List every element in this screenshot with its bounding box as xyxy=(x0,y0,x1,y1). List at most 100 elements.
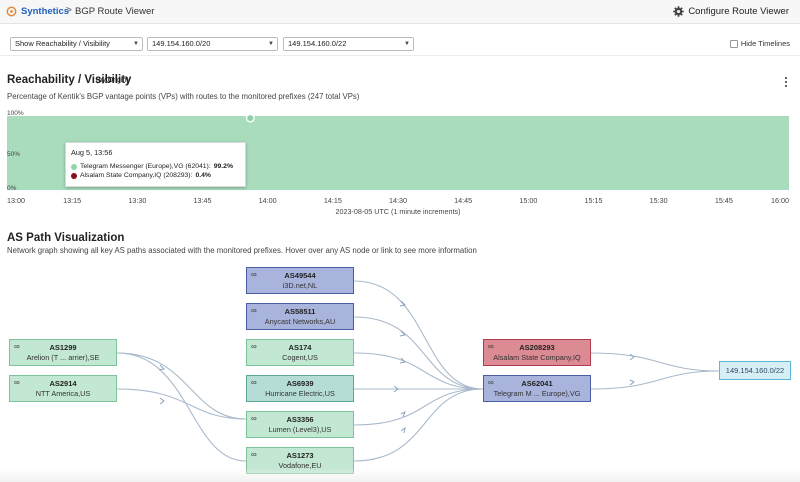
as-link xyxy=(116,352,247,462)
prefix-select-20[interactable]: 149.154.160.0/20 ▼ xyxy=(147,37,278,51)
prefix-select-22-value: 149.154.160.0/22 xyxy=(288,39,347,48)
link-arrow-icon xyxy=(400,426,406,434)
bottom-fade xyxy=(0,468,800,482)
as-link xyxy=(116,388,247,420)
tooltip-row-value: 99.2% xyxy=(213,163,233,170)
binoculars-icon: ∞ xyxy=(14,342,20,351)
page-title: BGP Route Viewer xyxy=(75,6,155,17)
as-path-description: Network graph showing all key AS paths a… xyxy=(7,246,477,255)
x-tick-label: 15:30 xyxy=(650,196,668,205)
chart-tooltip: Aug 5, 13:56 Telegram Messenger (Europe)… xyxy=(65,142,246,187)
as-number: AS6939 xyxy=(286,379,314,388)
as-link xyxy=(590,370,720,390)
binoculars-icon: ∞ xyxy=(251,306,257,315)
caret-down-icon: ▼ xyxy=(404,41,410,47)
hide-timelines-toggle[interactable]: Hide Timelines xyxy=(729,39,790,48)
binoculars-icon: ∞ xyxy=(488,378,494,387)
breadcrumb-chevron-icon: > xyxy=(66,5,72,16)
configure-route-viewer-label: Configure Route Viewer xyxy=(688,6,789,17)
caret-down-icon: ▼ xyxy=(268,41,274,47)
binoculars-icon: ∞ xyxy=(251,270,257,279)
link-arrow-icon xyxy=(629,353,635,361)
breadcrumb-synthetics-link[interactable]: Synthetics xyxy=(21,6,70,17)
caret-down-icon: ▼ xyxy=(133,41,139,47)
reachability-title: Reachability / Visibility xyxy=(7,74,132,86)
as-node-3356[interactable]: ∞ AS3356 Lumen (Level3),US xyxy=(246,411,354,438)
tooltip-row-telegram: Telegram Messenger (Europe),VG (62041): … xyxy=(71,163,240,170)
x-tick-label: 13:00 xyxy=(7,196,25,205)
x-tick-label: 15:00 xyxy=(519,196,537,205)
as-number: AS49544 xyxy=(284,271,316,280)
as-node-174[interactable]: ∞ AS174 Cogent,US xyxy=(246,339,354,366)
link-arrow-icon xyxy=(400,410,406,418)
as-link xyxy=(353,388,484,426)
as-name: Vodafone,EU xyxy=(278,461,322,470)
as-node-58511[interactable]: ∞ AS58511 Anycast Networks,AU xyxy=(246,303,354,330)
hide-timelines-checkbox[interactable] xyxy=(729,39,738,48)
reachability-subtitle: (by Origin) xyxy=(96,77,129,84)
x-tick-label: 14:45 xyxy=(454,196,472,205)
as-node-208293[interactable]: ∞ AS208293 Alsalam State Company,IQ xyxy=(483,339,591,366)
as-node-1299[interactable]: ∞ AS1299 Arelion (T ... arrier),SE xyxy=(9,339,117,366)
as-name: Alsalam State Company,IQ xyxy=(493,353,581,362)
view-mode-select-value: Show Reachability / Visibility xyxy=(15,39,110,48)
more-options-icon[interactable] xyxy=(784,77,788,89)
prefix-select-22[interactable]: 149.154.160.0/22 ▼ xyxy=(283,37,414,51)
binoculars-icon: ∞ xyxy=(251,342,257,351)
x-axis-label: 2023-08-05 UTC (1 minute increments) xyxy=(335,207,460,216)
as-node-49544[interactable]: ∞ AS49544 i3D.net,NL xyxy=(246,267,354,294)
configure-route-viewer-button[interactable]: Configure Route Viewer xyxy=(673,5,789,18)
y-tick-label: 0% xyxy=(7,185,17,192)
telegram-series-dot-icon xyxy=(71,163,77,170)
as-number: AS2914 xyxy=(49,379,77,388)
x-tick-label: 16:00 xyxy=(771,196,789,205)
tooltip-row-alsalam: Alsalam State Company,IQ (208293): 0.4% xyxy=(71,172,240,179)
hide-timelines-label: Hide Timelines xyxy=(740,39,790,48)
link-arrow-icon xyxy=(399,330,407,337)
as-number: AS1299 xyxy=(49,343,77,352)
y-tick-label: 50% xyxy=(7,151,20,158)
as-name: Cogent,US xyxy=(282,353,318,362)
as-name: Telegram M ... Europe),VG xyxy=(493,389,581,398)
as-node-62041[interactable]: ∞ AS62041 Telegram M ... Europe),VG xyxy=(483,375,591,402)
binoculars-icon: ∞ xyxy=(251,378,257,387)
alsalam-series-dot-icon xyxy=(71,172,77,179)
tooltip-time: Aug 5, 13:56 xyxy=(71,148,113,157)
as-name: Arelion (T ... arrier),SE xyxy=(26,353,100,362)
as-link xyxy=(353,280,484,390)
as-number: AS62041 xyxy=(521,379,553,388)
top-bar: Synthetics > BGP Route Viewer Configure … xyxy=(0,0,800,24)
as-link xyxy=(353,352,484,390)
as-number: AS174 xyxy=(288,343,312,352)
x-tick-label: 13:45 xyxy=(194,196,212,205)
prefix-node[interactable]: 149.154.160.0/22 xyxy=(719,361,791,380)
as-number: AS1273 xyxy=(286,451,314,460)
view-mode-select[interactable]: Show Reachability / Visibility ▼ xyxy=(10,37,143,51)
x-tick-label: 15:15 xyxy=(585,196,603,205)
y-tick-label: 100% xyxy=(7,110,24,117)
prefix-select-20-value: 149.154.160.0/20 xyxy=(152,39,211,48)
as-number: AS3356 xyxy=(286,415,314,424)
gear-icon xyxy=(673,6,685,17)
as-number: AS58511 xyxy=(284,307,316,316)
as-link xyxy=(353,316,484,390)
as-link xyxy=(590,352,720,372)
x-tick-label: 15:45 xyxy=(715,196,733,205)
binoculars-icon: ∞ xyxy=(488,342,494,351)
as-name: i3D.net,NL xyxy=(282,281,318,290)
as-node-6939[interactable]: ∞ AS6939 Hurricane Electric,US xyxy=(246,375,354,402)
as-path-title: AS Path Visualization xyxy=(7,232,125,244)
tooltip-row-label: Alsalam State Company,IQ (208293): xyxy=(80,172,193,179)
synthetics-logo-icon xyxy=(6,6,17,17)
as-name: Hurricane Electric,US xyxy=(265,389,335,398)
as-node-2914[interactable]: ∞ AS2914 NTT America,US xyxy=(9,375,117,402)
as-name: Anycast Networks,AU xyxy=(264,317,336,326)
reachability-description: Percentage of Kentik's BGP vantage point… xyxy=(7,92,360,101)
filter-bar: Show Reachability / Visibility ▼ 149.154… xyxy=(0,30,800,56)
link-arrow-icon xyxy=(629,379,635,386)
x-tick-label: 13:15 xyxy=(63,196,81,205)
x-tick-label: 14:15 xyxy=(324,196,342,205)
x-tick-label: 14:00 xyxy=(259,196,277,205)
binoculars-icon: ∞ xyxy=(14,378,20,387)
x-tick-label: 14:30 xyxy=(389,196,407,205)
